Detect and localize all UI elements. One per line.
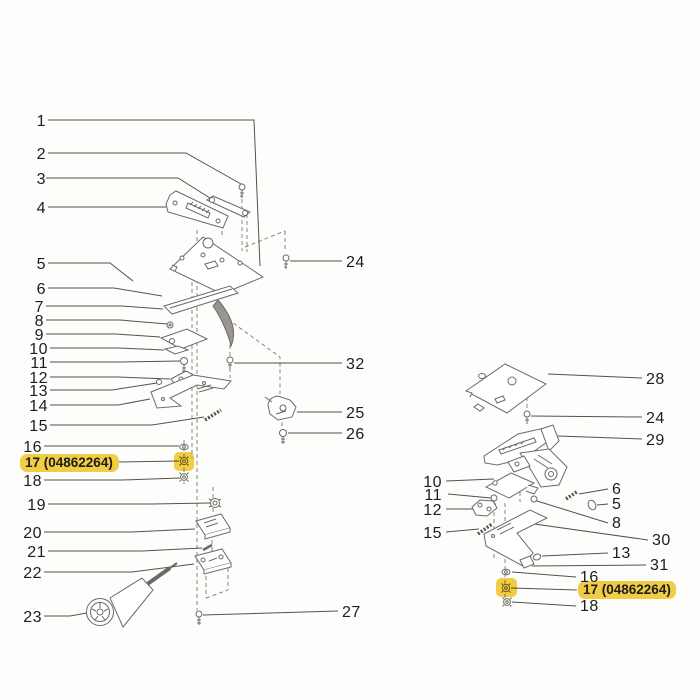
- left-assembly-callouts: 1 2 3 4 5 6 7 8 9 10 11 12 13 14 15 16 1…: [23, 113, 365, 626]
- callout-left-2: 2: [37, 146, 46, 163]
- part-washer-16: [179, 443, 189, 451]
- callout-left-13: 13: [29, 383, 48, 400]
- part-plate-22: [194, 548, 232, 575]
- part-plate-28: [465, 363, 547, 414]
- callout-left-1: 1: [37, 113, 46, 130]
- callout-right-30: 30: [652, 532, 671, 549]
- callout-left-12: 12: [29, 370, 48, 387]
- part-washer-16-right: [501, 568, 511, 576]
- callout-left-16: 16: [23, 439, 42, 456]
- part-main-plate-1: [169, 236, 265, 295]
- callout-left-20: 20: [23, 525, 42, 542]
- part-pin-21: [202, 543, 213, 552]
- callout-left-19: 19: [27, 497, 46, 514]
- callout-left-32: 32: [346, 356, 365, 373]
- part-washer-18-right: [502, 597, 512, 607]
- part-washer-8: [166, 321, 174, 329]
- part-screw-32: [226, 356, 234, 369]
- right-assembly-callouts: 28 24 29 10 11 12 15 6 5 8 30 13 31 16 1…: [423, 371, 671, 615]
- part-spring-6-right: [565, 489, 579, 501]
- part-oval-5-right: [587, 499, 597, 511]
- callout-left-23: 23: [23, 609, 42, 626]
- callout-right-13: 13: [612, 545, 631, 562]
- part-bracket-10: [163, 345, 190, 355]
- part-plate-10-right: [484, 472, 539, 499]
- part-screw-24-left: [282, 254, 290, 269]
- callout-left-22: 22: [23, 565, 42, 582]
- part-hole-8-right: [530, 495, 538, 503]
- callout-right-28: 28: [646, 371, 665, 388]
- callout-left-25: 25: [346, 405, 365, 422]
- right-assembly-drawing: [465, 363, 597, 607]
- callout-left-27: 27: [342, 604, 361, 621]
- part-lever-12-right: [471, 499, 498, 517]
- callout-left-21: 21: [27, 544, 46, 561]
- part-screw-11: [180, 357, 188, 374]
- part-spring-15-right: [476, 522, 494, 536]
- callout-left-26: 26: [346, 426, 365, 443]
- part-screw-2: [238, 183, 246, 198]
- part-washer-18: [179, 472, 189, 482]
- part-plate-14: [150, 374, 232, 409]
- callout-right-11: 11: [424, 487, 442, 504]
- part-clamp-25: [264, 395, 297, 421]
- callout-left-3: 3: [37, 171, 46, 188]
- callout-left-14: 14: [29, 398, 48, 415]
- part-screw-24-right: [523, 410, 531, 424]
- part-rail-7: [163, 285, 239, 315]
- callout-left-5: 5: [37, 256, 46, 273]
- callout-left-4: 4: [37, 200, 46, 217]
- callout-left-10: 10: [29, 341, 48, 358]
- part-oval-13-right: [532, 553, 542, 561]
- callout-left-24: 24: [346, 254, 365, 271]
- callout-left-6: 6: [37, 281, 46, 298]
- highlight-left-washer: [174, 452, 194, 471]
- callout-right-18: 18: [580, 598, 599, 615]
- callout-left-8: 8: [35, 313, 44, 330]
- part-screw-27: [195, 610, 203, 625]
- part-lower-plate-30-31: [483, 509, 549, 569]
- part-knob-23: [86, 562, 178, 628]
- callout-right-24: 24: [646, 410, 665, 427]
- callout-left-15: 15: [29, 418, 48, 435]
- highlight-right-label: [578, 581, 676, 599]
- part-plate-9: [159, 328, 209, 350]
- part-nut-19: [208, 498, 222, 508]
- callout-left-17-highlighted: 17 (04862264): [25, 455, 113, 470]
- callout-right-8: 8: [612, 515, 621, 532]
- callout-left-7: 7: [35, 299, 44, 316]
- callout-left-9: 9: [35, 327, 44, 344]
- callout-right-31: 31: [650, 557, 669, 574]
- callout-right-17-highlighted: 17 (04862264): [583, 582, 671, 597]
- callout-right-12: 12: [423, 502, 442, 519]
- left-assembly-drawing: [86, 183, 297, 628]
- part-bracket-29: [483, 424, 568, 488]
- part-hole-13: [156, 379, 162, 385]
- part-plate-20: [195, 513, 231, 540]
- callout-right-15: 15: [423, 525, 442, 542]
- callout-left-18: 18: [23, 473, 42, 490]
- highlight-right-washer: [496, 578, 517, 597]
- callout-left-11: 11: [30, 355, 48, 372]
- leader-lines: [44, 119, 649, 617]
- callout-right-5: 5: [612, 496, 621, 513]
- part-bar-4: [165, 190, 229, 229]
- part-pawl-lever: [212, 299, 235, 348]
- callout-right-10: 10: [423, 474, 442, 491]
- callout-right-29: 29: [646, 432, 665, 449]
- callout-right-16: 16: [580, 569, 599, 586]
- callout-right-6: 6: [612, 481, 621, 498]
- part-link-3: [205, 195, 251, 218]
- highlight-left-label: [20, 454, 119, 472]
- part-spring-15: [204, 408, 222, 422]
- highlights: [20, 452, 676, 599]
- part-screw-26: [279, 429, 287, 444]
